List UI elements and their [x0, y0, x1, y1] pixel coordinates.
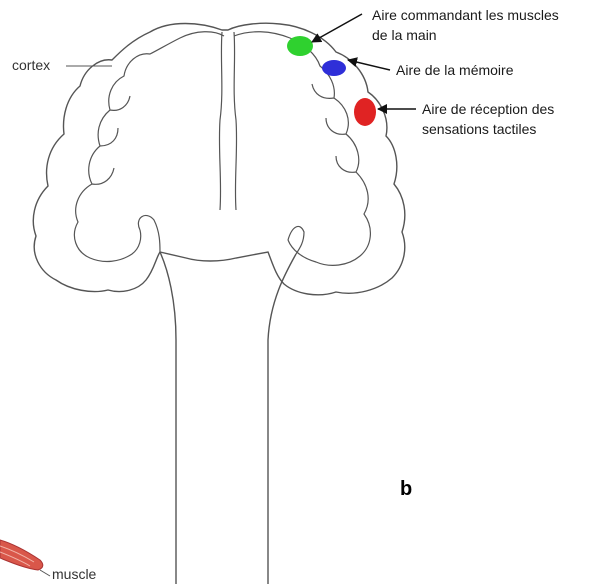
lower-gyri	[138, 215, 304, 254]
spinal-cord	[160, 252, 296, 584]
hand-area-label-line2: de la main	[372, 26, 437, 45]
hand-area-arrow	[312, 14, 362, 42]
tactile-area-label-line2: sensations tactiles	[422, 120, 536, 139]
tactile-area-label-line1: Aire de réception des	[422, 100, 554, 119]
tactile-area-spot	[354, 98, 376, 126]
memory-area-label: Aire de la mémoire	[396, 61, 514, 80]
hand-area-spot	[287, 36, 313, 56]
memory-area-spot	[322, 60, 346, 76]
central-fissure	[219, 32, 236, 210]
muscle-label: muscle	[52, 565, 96, 584]
muscle-pointer-line	[40, 570, 50, 576]
panel-letter: b	[400, 480, 412, 499]
hand-area-label-line1: Aire commandant les muscles	[372, 6, 559, 25]
brain-inner-folds-right	[234, 32, 370, 266]
brain-outer-outline	[33, 23, 405, 295]
cortex-label: cortex	[12, 56, 50, 75]
